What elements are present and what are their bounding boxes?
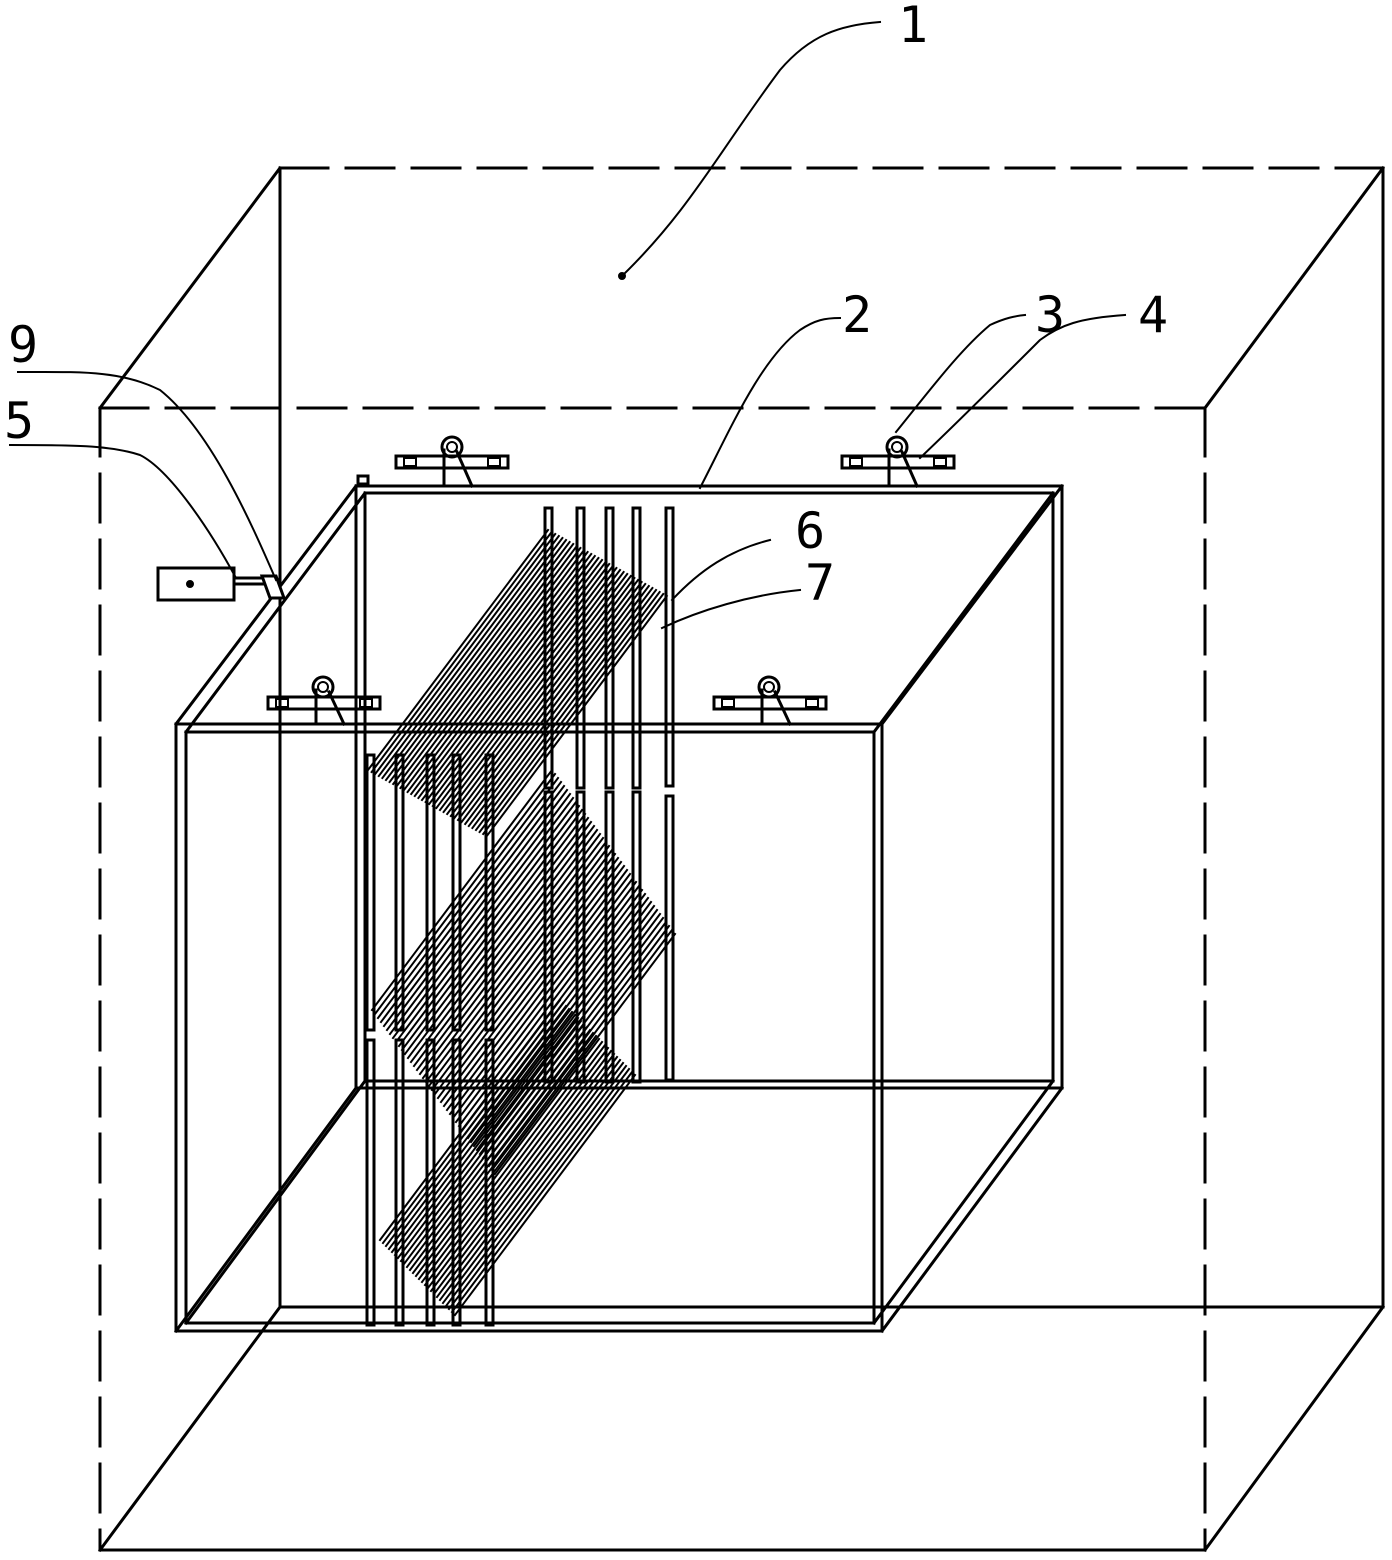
hatch-line-67 [469, 900, 653, 1144]
hatch-line-41 [391, 796, 575, 1040]
hatch-line-37 [379, 780, 563, 1024]
hatch-line-76 [378, 998, 562, 1242]
hatch-line-6 [388, 540, 571, 784]
hatch-line-7 [391, 542, 575, 786]
hatch-line-31 [478, 590, 661, 834]
label-3: 3 [1035, 286, 1065, 344]
hatch-line-36 [376, 776, 560, 1020]
hatch-line-50 [418, 832, 602, 1076]
hatch-line-23 [449, 574, 633, 818]
hanger-front-left [266, 675, 382, 726]
hatch-line-70 [478, 912, 662, 1156]
reference-numerals: 1 2 3 4 5 6 7 9 [4, 0, 1168, 612]
rod-group-back [543, 506, 675, 1084]
hatch-line-59 [445, 868, 629, 1112]
hatch-line-77 [381, 1001, 565, 1245]
hatch-line-2 [373, 532, 557, 776]
hatch-line-49 [415, 828, 599, 1072]
hatch-line-13 [413, 554, 597, 798]
hatch-line-14 [416, 556, 600, 800]
hatch-line-43 [397, 804, 581, 1048]
hatch-line-91 [423, 1043, 607, 1287]
hatch-line-3 [377, 534, 561, 778]
label-9: 9 [8, 316, 38, 374]
hatch-line-80 [390, 1010, 574, 1254]
hanger-back-right [840, 435, 956, 488]
hatch-line-25 [456, 578, 640, 822]
hatch-line-96 [438, 1058, 622, 1302]
hatch-line-17 [427, 562, 611, 806]
hatch-line-78 [384, 1004, 568, 1248]
hatch-line-92 [426, 1046, 610, 1290]
hanger-front-right [712, 675, 828, 726]
hatched-panels [366, 528, 677, 1317]
hatch-line-4 [380, 536, 564, 780]
hatch-line-86 [408, 1028, 592, 1272]
hatch-line-19 [434, 566, 618, 810]
hatch-line-46 [406, 816, 590, 1060]
hatch-line-8 [395, 544, 579, 788]
label-7: 7 [805, 554, 835, 612]
hatch-line-20 [438, 568, 622, 812]
hatch-line-89 [417, 1037, 601, 1281]
hatch-line-100 [450, 1070, 634, 1314]
outer-enclosure [97, 165, 1386, 1553]
hatch-line-40 [388, 792, 572, 1036]
hatch-line-5 [384, 538, 568, 782]
hatch-line-74 [490, 928, 674, 1172]
hatch-line-28 [467, 584, 651, 828]
hatch-line-88 [414, 1034, 598, 1278]
hatch-line-85 [405, 1025, 589, 1269]
hatch-line-22 [445, 572, 629, 816]
hatch-line-29 [470, 586, 654, 830]
hatch-line-98 [444, 1064, 628, 1308]
label-4: 4 [1138, 286, 1168, 344]
hatch-line-94 [432, 1052, 616, 1296]
hatch-line-38 [382, 784, 566, 1028]
hatch-line-30 [474, 588, 658, 832]
control-box [156, 566, 287, 602]
hatch-line-60 [448, 872, 632, 1116]
hanger-back-left [394, 435, 510, 488]
hatch-line-11 [406, 550, 589, 794]
hatch-line-87 [411, 1031, 595, 1275]
hatch-line-21 [442, 570, 625, 814]
hatch-line-35 [373, 772, 557, 1016]
hatch-line-15 [420, 558, 604, 802]
hatch-line-79 [387, 1007, 571, 1251]
inner-cage [173, 474, 1065, 1334]
label-2: 2 [842, 286, 872, 344]
hatch-line-10 [402, 548, 586, 792]
hatch-line-1 [370, 530, 553, 774]
hatch-line-39 [385, 788, 569, 1032]
label-5: 5 [4, 392, 34, 450]
label-6: 6 [795, 502, 825, 560]
hatch-line-12 [409, 552, 593, 796]
rod-group-front [365, 753, 495, 1327]
hatch-line-58 [442, 864, 626, 1108]
hatch-line-57 [439, 860, 623, 1104]
leader-lines [8, 20, 1127, 630]
hatch-line-0 [366, 528, 550, 772]
label-1: 1 [898, 0, 928, 54]
hatch-line-68 [472, 904, 656, 1148]
hatch-line-97 [441, 1061, 625, 1305]
hatch-line-69 [475, 908, 659, 1152]
hatch-line-63 [457, 884, 641, 1128]
hatch-line-54 [430, 848, 614, 1092]
hatch-line-9 [398, 546, 582, 790]
hatch-line-61 [451, 876, 635, 1120]
hatch-line-27 [463, 582, 647, 826]
hatch-line-56 [436, 856, 620, 1100]
hatch-line-47 [409, 820, 593, 1064]
hatch-line-48 [412, 824, 596, 1068]
hatch-line-95 [435, 1055, 619, 1299]
hatch-line-99 [447, 1067, 631, 1311]
hatch-line-51 [421, 836, 605, 1080]
